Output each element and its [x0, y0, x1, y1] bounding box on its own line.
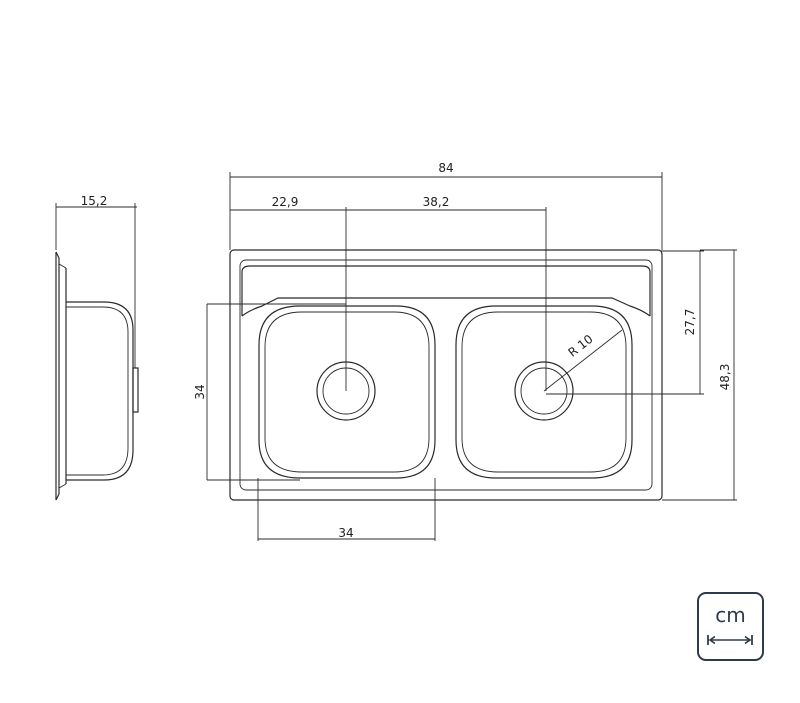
right-drain — [514, 361, 574, 421]
dim-drain-spacing: 38,2 — [423, 195, 450, 209]
dim-radius: R 10 — [565, 332, 595, 360]
unit-label: cm — [715, 603, 746, 627]
dim-bowl-width: 34 — [338, 526, 353, 540]
top-plan-view — [229, 249, 663, 501]
left-bowl — [258, 305, 436, 479]
dim-left-offset: 22,9 — [272, 195, 299, 209]
dim-bowl-height: 34 — [193, 384, 207, 399]
dim-overall-depth: 48,3 — [718, 364, 732, 391]
right-bowl — [455, 305, 633, 479]
unit-badge: cm — [697, 592, 764, 661]
dim-overall-width: 84 — [438, 161, 453, 175]
dimension-lines — [206, 172, 737, 541]
side-profile-view — [55, 203, 139, 501]
dim-drain-from-top: 27,7 — [683, 309, 697, 336]
double-arrow-icon — [707, 635, 753, 645]
dim-side-depth: 15,2 — [81, 194, 108, 208]
